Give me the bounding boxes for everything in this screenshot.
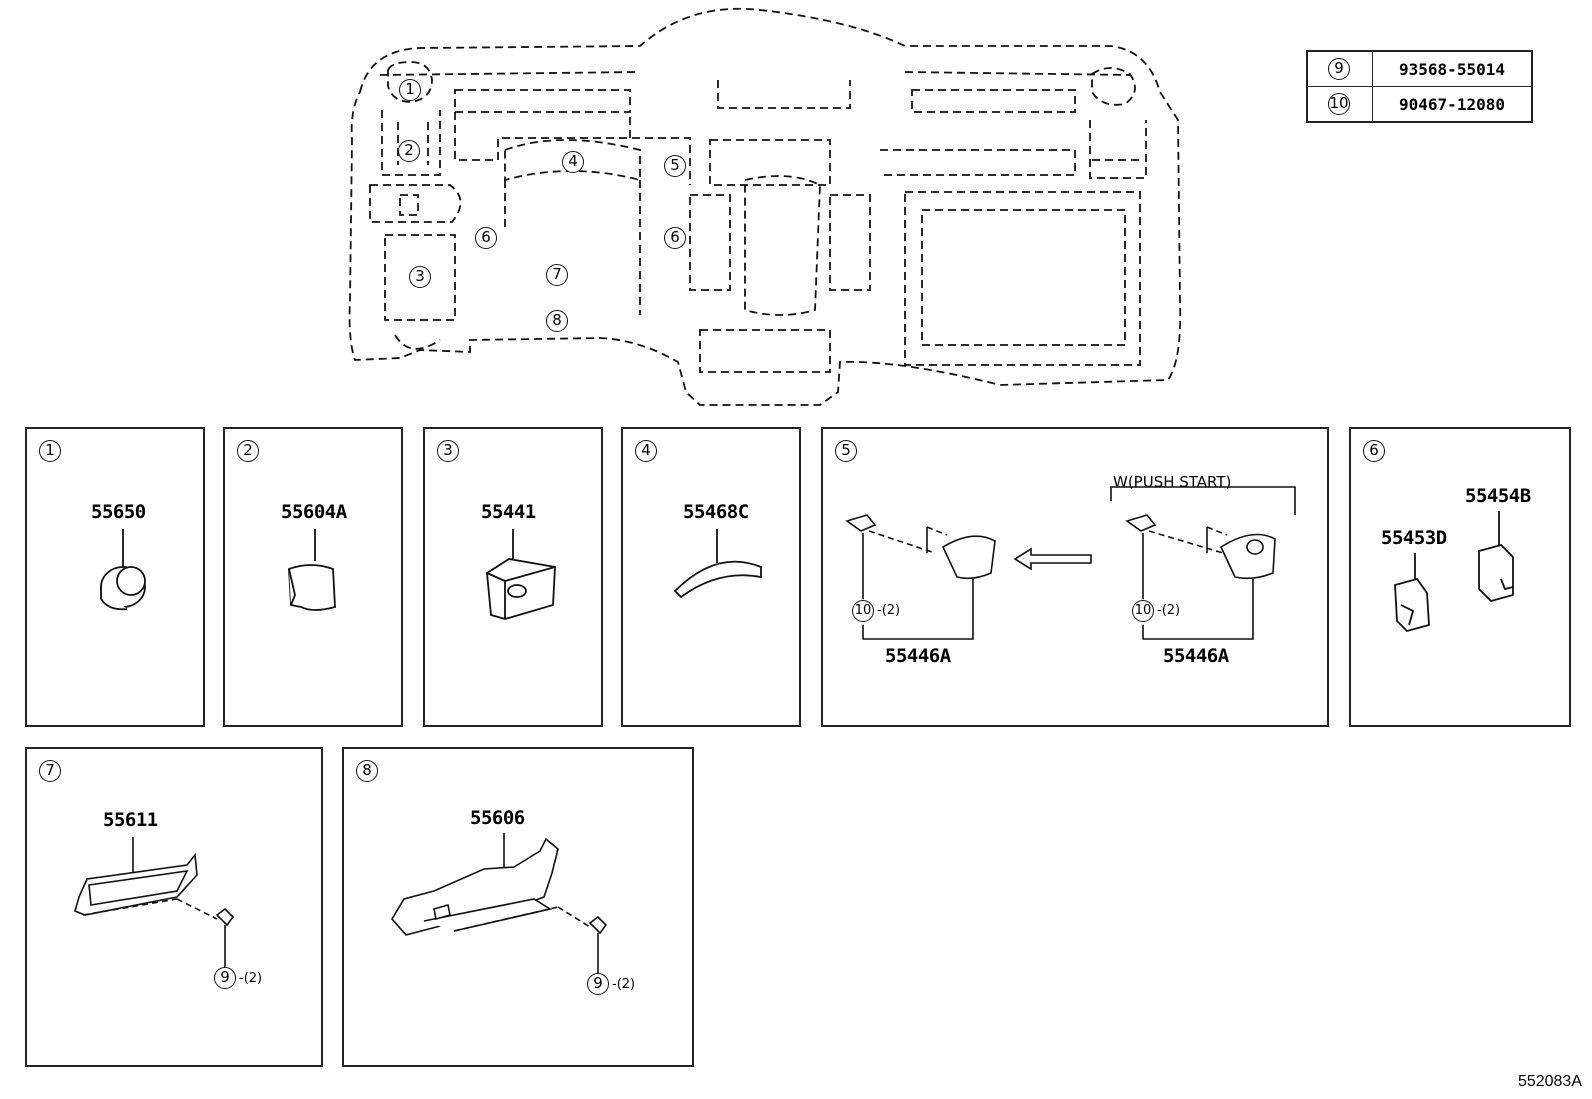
overview-callout-6-right: 6 xyxy=(664,227,686,249)
fastener-qty: -(2) xyxy=(612,977,636,992)
panel-callout: 4 xyxy=(635,440,657,462)
overview-callout-3: 3 xyxy=(409,266,431,288)
overview-callout-4: 4 xyxy=(562,151,584,173)
panel-callout: 2 xyxy=(237,440,259,462)
fastener-callout-9: 9 xyxy=(587,973,609,995)
part-number-label: 55611 xyxy=(103,809,158,831)
part-number-label: 55454B xyxy=(1465,485,1531,507)
cover-pieces-drawing xyxy=(1394,511,1514,633)
panel-callout: 3 xyxy=(437,440,459,462)
ref-callout-9: 9 xyxy=(1328,58,1350,80)
pocket-part-drawing xyxy=(486,529,556,620)
fastener-callout-10: 10 xyxy=(1132,600,1154,622)
fastener-callout-9: 9 xyxy=(214,967,236,989)
dashboard-outline-drawing xyxy=(348,7,1182,406)
part-number-label: 55650 xyxy=(91,501,146,523)
overview-callout-6-left: 6 xyxy=(475,227,497,249)
panel-7: 7 55611 9 -(2) xyxy=(25,747,323,1067)
dashboard-overview: 1 2 3 4 5 6 6 7 8 xyxy=(0,0,1592,420)
overview-callout-5: 5 xyxy=(664,155,686,177)
overview-callout-8: 8 xyxy=(546,310,568,332)
part-number-label: 55446A xyxy=(1163,645,1229,667)
fastener-qty: -(2) xyxy=(877,603,901,618)
panel-6: 6 55454B 55453D xyxy=(1349,427,1571,727)
part-number-label: 55606 xyxy=(470,807,525,829)
panel-8: 8 55606 9 -(2) xyxy=(342,747,694,1067)
part-number-label: 55441 xyxy=(481,501,536,523)
ref-callout-10: 10 xyxy=(1328,93,1350,115)
panel-3: 3 55441 xyxy=(423,427,603,727)
part-number-label: 55453D xyxy=(1381,527,1447,549)
ref-part-number: 93568-55014 xyxy=(1372,50,1533,87)
fastener-reference-table: 9 93568-55014 10 90467-12080 xyxy=(1306,50,1533,123)
panel-5: 5 W(PUSH START) 10 -(2) 10 -(2) 55446A xyxy=(821,427,1329,727)
panel-4: 4 55468C xyxy=(621,427,801,727)
diagram-code: 552083A xyxy=(1517,1073,1582,1090)
lower-panel-drawing xyxy=(74,837,235,967)
overview-callout-2: 2 xyxy=(398,140,420,162)
panel-1: 1 55650 xyxy=(25,427,205,727)
overview-callout-1: 1 xyxy=(399,79,421,101)
panel-callout: 7 xyxy=(39,760,61,782)
fastener-qty: -(2) xyxy=(239,971,263,986)
panel-2: 2 55604A xyxy=(223,427,403,727)
reference-row: 9 93568-55014 xyxy=(1306,50,1533,87)
part-number-label: 55604A xyxy=(281,501,347,523)
part-number-label: 55468C xyxy=(683,501,749,523)
part-number-label: 55446A xyxy=(885,645,951,667)
reference-row: 10 90467-12080 xyxy=(1306,86,1533,123)
bezel-part-drawing xyxy=(288,529,336,611)
lower-panel-assembly-drawing xyxy=(391,833,608,973)
column-cover-part-drawing xyxy=(673,529,762,599)
ref-part-number: 90467-12080 xyxy=(1372,86,1533,123)
panel-callout: 6 xyxy=(1363,440,1385,462)
overview-callout-7: 7 xyxy=(546,264,568,286)
vent-part-drawing xyxy=(100,529,146,611)
panel-callout: 8 xyxy=(356,760,378,782)
fastener-qty: -(2) xyxy=(1157,603,1181,618)
panel-callout: 5 xyxy=(835,440,857,462)
panel-callout: 1 xyxy=(39,440,61,462)
fastener-callout-10: 10 xyxy=(852,600,874,622)
start-switch-bezel-drawing xyxy=(845,486,1296,640)
